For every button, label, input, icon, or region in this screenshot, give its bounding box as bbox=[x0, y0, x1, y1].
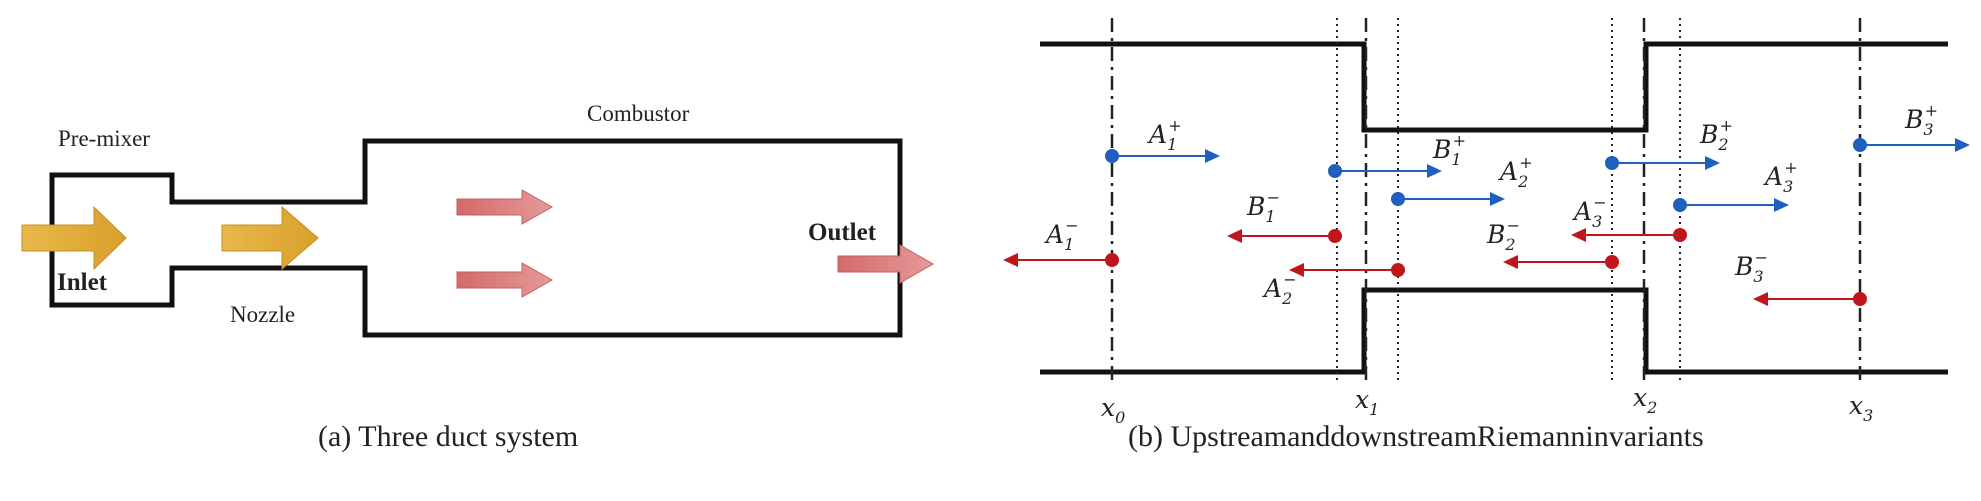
inlet-arrow bbox=[21, 205, 127, 271]
arrowhead-B1m bbox=[1227, 229, 1242, 243]
label-outlet: Outlet bbox=[808, 219, 877, 246]
panel-a: Pre-mixer Combustor Inlet Nozzle Outlet bbox=[21, 101, 935, 338]
dot-B1p bbox=[1328, 164, 1342, 178]
label-B1p: B1+ bbox=[1432, 131, 1466, 169]
station-label-x3: x3 bbox=[1849, 391, 1873, 425]
duct-lower-wall bbox=[1040, 287, 1948, 375]
label-A2m: A2− bbox=[1262, 270, 1297, 308]
arrowhead-A2m bbox=[1289, 263, 1304, 277]
duct-outline bbox=[49, 138, 903, 338]
station-label-x2: x2 bbox=[1633, 383, 1657, 417]
label-combustor: Combustor bbox=[587, 101, 690, 126]
label-A1m: A1− bbox=[1044, 216, 1079, 254]
arrowhead-B3m bbox=[1753, 292, 1768, 306]
arrowhead-B3p bbox=[1955, 138, 1970, 152]
dot-A1m bbox=[1105, 253, 1119, 267]
label-B1m: B1− bbox=[1246, 188, 1280, 226]
label-A3m: A3− bbox=[1572, 193, 1607, 231]
label-A2p: A2+ bbox=[1498, 153, 1533, 191]
label-B2m: B2− bbox=[1486, 216, 1520, 254]
label-B2p: B2+ bbox=[1699, 116, 1733, 154]
upstream-waves bbox=[1003, 228, 1867, 306]
dot-A2p bbox=[1391, 192, 1405, 206]
label-inlet: Inlet bbox=[57, 269, 108, 296]
dot-B3m bbox=[1853, 292, 1867, 306]
panel-b: A1+ A1− B1+ B1− A2+ A2− B2+ B2− A3+ A3− … bbox=[1003, 18, 1970, 427]
arrowhead-A1m bbox=[1003, 253, 1018, 267]
label-B3p: B3+ bbox=[1904, 101, 1938, 139]
arrowhead-A3m bbox=[1571, 228, 1586, 242]
duct-upper-wall bbox=[1040, 41, 1948, 133]
label-premixer: Pre-mixer bbox=[58, 126, 150, 151]
arrowhead-B2m bbox=[1503, 255, 1518, 269]
dot-A3m bbox=[1673, 228, 1687, 242]
arrowhead-A3p bbox=[1774, 198, 1789, 212]
dot-A1p bbox=[1105, 149, 1119, 163]
dot-A2m bbox=[1391, 263, 1405, 277]
combustor-flow-arrow-bottom bbox=[456, 262, 554, 298]
station-label-x1: x1 bbox=[1355, 385, 1379, 419]
downstream-waves bbox=[1105, 138, 1970, 212]
nozzle-flow-arrow bbox=[221, 205, 319, 271]
arrowhead-B2p bbox=[1705, 156, 1720, 170]
arrowhead-A1p bbox=[1205, 149, 1220, 163]
label-A3p: A3+ bbox=[1763, 158, 1798, 196]
combustor-flow-arrow-top bbox=[456, 189, 554, 225]
label-nozzle: Nozzle bbox=[230, 302, 295, 327]
arrowhead-A2p bbox=[1490, 192, 1505, 206]
caption-panel-b: (b) UpstreamanddownstreamRiemanninvarian… bbox=[1128, 420, 1704, 453]
caption-panel-a: (a) Three duct system bbox=[318, 420, 579, 453]
outlet-arrow bbox=[837, 244, 935, 284]
dot-B3p bbox=[1853, 138, 1867, 152]
dot-B2m bbox=[1605, 255, 1619, 269]
dot-A3p bbox=[1673, 198, 1687, 212]
label-A1p: A1+ bbox=[1147, 116, 1182, 154]
station-label-x0: x0 bbox=[1101, 393, 1125, 427]
arrowhead-B1p bbox=[1427, 164, 1442, 178]
label-B3m: B3− bbox=[1734, 248, 1768, 286]
dot-B2p bbox=[1605, 156, 1619, 170]
dot-B1m bbox=[1328, 229, 1342, 243]
